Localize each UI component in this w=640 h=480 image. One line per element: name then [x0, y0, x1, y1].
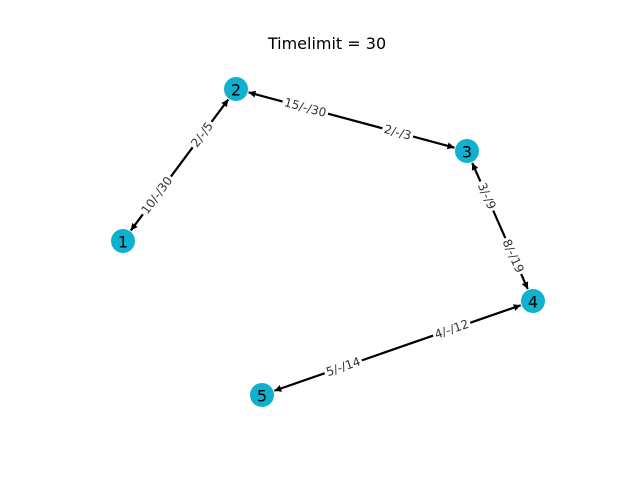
- node-2: [224, 77, 248, 101]
- node-3: [455, 139, 479, 163]
- node-label-2: 2: [231, 81, 241, 100]
- svg-text:10/-/30: 10/-/30: [138, 174, 175, 217]
- edge-label-5-4-near-4: 4/-/12: [430, 315, 473, 344]
- node-label-4: 4: [528, 293, 538, 312]
- edge-label-3-4-near-4: 8/-/19: [497, 234, 529, 278]
- edge-label-5-4-near-5: 5/-/14: [322, 352, 365, 381]
- node-1: [111, 229, 135, 253]
- node-label-1: 1: [118, 233, 128, 252]
- edge-labels-layer: 10/-/30 2/-/5 2/-/3 15/-/30 3/-/9 8/-/19 5/-/1…: [136, 93, 529, 381]
- edge-5-4: [273, 304, 522, 392]
- edge-3-2: [248, 90, 455, 150]
- edge-label-1-2-near-2: 2/-/5: [186, 117, 218, 153]
- svg-text:2/-/3: 2/-/3: [383, 122, 413, 143]
- svg-text:5/-/14: 5/-/14: [324, 354, 362, 379]
- edge-label-3-4-near-3: 3/-/9: [473, 178, 501, 214]
- edge-label-3-2-near-3: 2/-/3: [380, 120, 416, 145]
- node-5: [250, 383, 274, 407]
- edge-label-1-2-near-1: 10/-/30: [136, 171, 178, 220]
- svg-text:15/-/30: 15/-/30: [283, 95, 328, 120]
- svg-text:8/-/19: 8/-/19: [500, 237, 527, 275]
- node-label-5: 5: [257, 387, 267, 406]
- node-4: [521, 289, 545, 313]
- edge-label-3-2-near-2: 15/-/30: [280, 93, 331, 122]
- node-label-3: 3: [462, 143, 472, 162]
- svg-text:4/-/12: 4/-/12: [433, 317, 471, 342]
- nodes-layer: 1 2 3 4 5: [111, 77, 545, 407]
- diagram-title: Timelimit = 30: [267, 34, 386, 53]
